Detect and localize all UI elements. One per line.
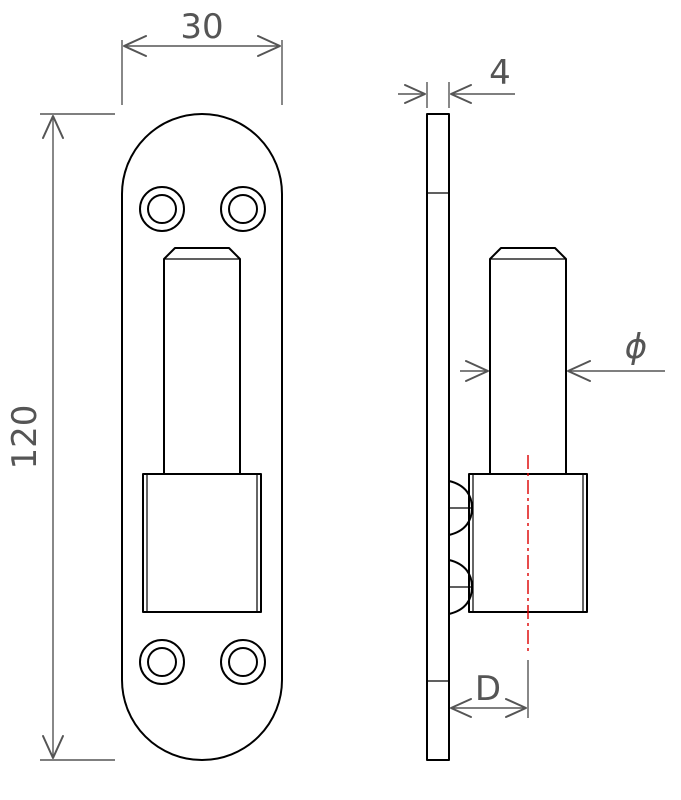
dimension-arrow-icon [505, 698, 527, 718]
dimension-arrow-icon [465, 360, 489, 382]
pin-side [489, 247, 567, 474]
dimension-arrow-icon [404, 84, 426, 104]
dimension-height-label: 120 [5, 405, 45, 470]
dimension-arrow-icon [42, 735, 64, 759]
base-plate-outline [121, 113, 283, 761]
dimension-diameter-label: ϕ [625, 327, 647, 367]
dimension-thickness: 4 [398, 53, 515, 108]
dimension-height: 120 [5, 113, 115, 761]
side-view [426, 113, 588, 761]
dimension-width: 30 [121, 7, 283, 105]
dimension-arrow-icon [567, 360, 591, 382]
weld-bead-upper [448, 480, 473, 536]
screw-hole-bottom-right [220, 639, 266, 685]
weld-bead-lower [448, 559, 473, 615]
dimension-arrow-icon [450, 84, 472, 104]
dimension-offset: D [450, 660, 529, 718]
pin-front [163, 247, 241, 474]
dimension-arrow-icon [257, 35, 281, 57]
dimension-arrow-icon [42, 115, 64, 139]
knuckle-front [142, 473, 262, 613]
dimension-arrow-icon [450, 698, 472, 718]
plate-side [426, 113, 450, 761]
dimension-diameter: ϕ [460, 327, 665, 382]
screw-hole-top-left [139, 186, 185, 232]
dimension-offset-label: D [475, 669, 501, 709]
screw-hole-top-right [220, 186, 266, 232]
dimension-width-label: 30 [180, 7, 223, 47]
dimension-thickness-label: 4 [489, 53, 511, 93]
screw-hole-bottom-left [139, 639, 185, 685]
dimension-arrow-icon [123, 35, 147, 57]
front-view [121, 113, 283, 761]
